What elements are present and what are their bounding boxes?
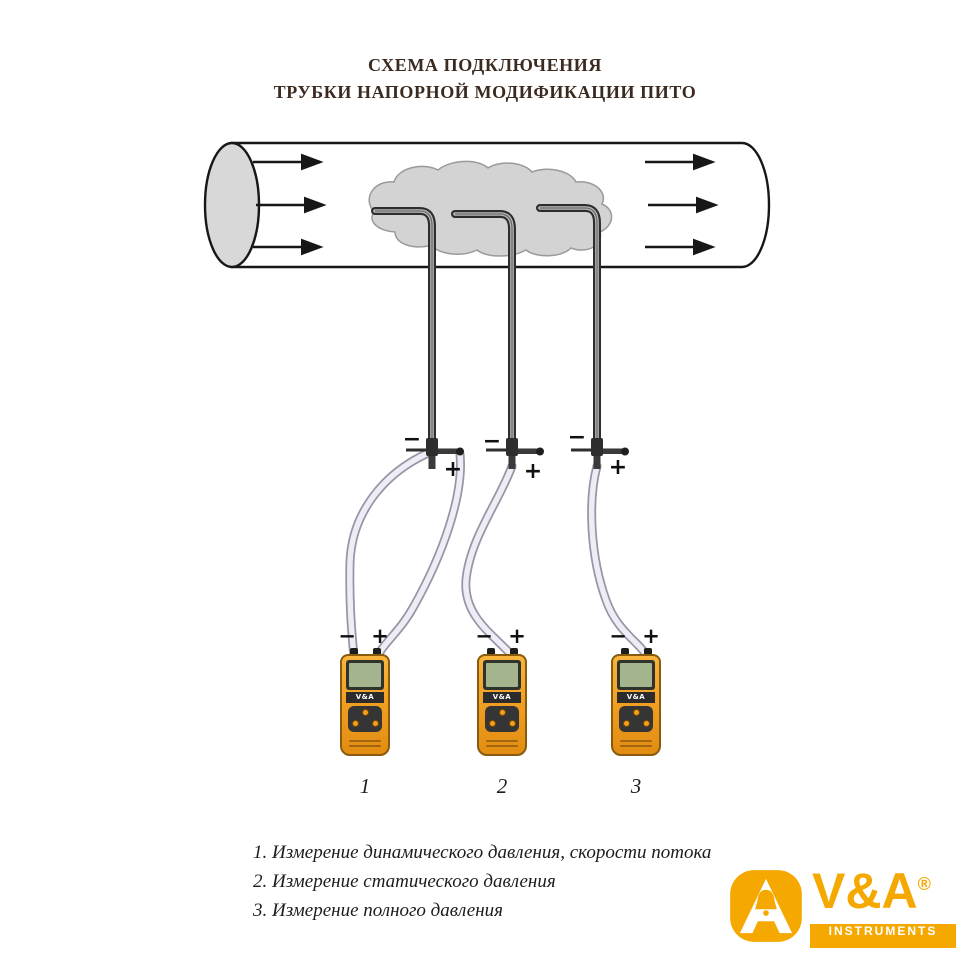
manometer-2: V&A — [477, 648, 527, 756]
title-line-2: ТРУБКИ НАПОРНОЙ МОДИФИКАЦИИ ПИТО — [273, 82, 697, 102]
lcd-screen — [620, 663, 652, 687]
button-icon — [643, 720, 650, 727]
legend-item-1: 1. Измерение динамического давления, ско… — [253, 842, 712, 863]
duct-end-cap — [203, 141, 261, 269]
probe3-total-port — [593, 456, 601, 469]
device-brand: V&A — [346, 692, 384, 703]
hose-probe3 — [587, 461, 653, 663]
device3-number: 3 — [630, 774, 642, 798]
probe2-total-port — [508, 456, 516, 469]
minus-port — [350, 648, 358, 658]
plus-port — [644, 648, 652, 658]
probe1-minus-label: − — [403, 427, 421, 452]
legend-item-3: 3. Измерение полного давления — [253, 900, 503, 921]
device-caption-line — [620, 740, 652, 742]
probe1-collar — [426, 438, 438, 456]
device1-number: 1 — [359, 774, 371, 798]
flow-arrows-left — [253, 153, 327, 256]
va-logo: V&A® INSTRUMENTS — [728, 863, 960, 958]
button-icon — [352, 720, 359, 727]
button-icon — [509, 720, 516, 727]
probe3-collar — [591, 438, 603, 456]
device3-minus-label: − — [609, 624, 627, 648]
device-display — [346, 660, 384, 690]
device1-plus-label: + — [371, 624, 389, 648]
device3-plus-label: + — [642, 624, 660, 648]
button-icon — [372, 720, 379, 727]
probe2-collar — [506, 438, 518, 456]
button-icon — [623, 720, 630, 727]
plus-port — [373, 648, 381, 658]
title-line-1: СХЕМА ПОДКЛЮЧЕНИЯ — [368, 55, 602, 75]
device-keypad — [485, 706, 519, 732]
probe2-plus-label: + — [524, 459, 542, 484]
device-display — [617, 660, 655, 690]
probe3-plus-label: + — [609, 455, 627, 480]
device-body: V&A — [477, 654, 527, 756]
device-caption-line — [486, 745, 518, 747]
va-logo-subtitle: INSTRUMENTS — [810, 924, 956, 948]
probe2-static-stub — [518, 449, 538, 454]
manometer-1: V&A — [340, 648, 390, 756]
hose-probe2 — [461, 461, 519, 663]
probe3-minus-label: − — [568, 425, 586, 450]
button-icon — [362, 709, 369, 716]
device-body: V&A — [611, 654, 661, 756]
probe1-static-stub — [438, 449, 458, 454]
registered-mark-icon: ® — [917, 874, 931, 894]
device-brand: V&A — [483, 692, 521, 703]
device-caption-line — [486, 740, 518, 742]
device-caption-line — [349, 740, 381, 742]
device-body: V&A — [340, 654, 390, 756]
device-brand: V&A — [617, 692, 655, 703]
va-brand-text: V&A — [812, 863, 918, 919]
minus-port — [621, 648, 629, 658]
manometer-3: V&A — [611, 648, 661, 756]
lcd-screen — [349, 663, 381, 687]
device2-plus-label: + — [508, 624, 526, 648]
pitot-tube-2: − + — [451, 210, 544, 484]
diagram-title: СХЕМА ПОДКЛЮЧЕНИЯ ТРУБКИ НАПОРНОЙ МОДИФИ… — [0, 52, 970, 106]
legend: 1. Измерение динамического давления, ско… — [253, 838, 711, 925]
device-caption-line — [349, 745, 381, 747]
plus-port — [510, 648, 518, 658]
va-logo-brand: V&A® — [812, 862, 931, 920]
device2-minus-label: − — [475, 624, 493, 648]
device2-number: 2 — [496, 774, 508, 798]
device-keypad — [348, 706, 382, 732]
pitot-tube-1: − + — [371, 207, 464, 482]
legend-item-2: 2. Измерение статического давления — [253, 871, 556, 892]
flow-arrows-right — [645, 153, 719, 256]
probe3-static-stub — [603, 449, 623, 454]
device-display — [483, 660, 521, 690]
hose-probe1-minus — [345, 449, 431, 663]
device-caption-line — [620, 745, 652, 747]
va-logo-emblem-icon — [730, 870, 802, 942]
hose-probe1-plus — [372, 449, 465, 663]
minus-port — [487, 648, 495, 658]
button-icon — [633, 709, 640, 716]
pitot-tube-3: − + — [536, 204, 629, 480]
device-keypad — [619, 706, 653, 732]
button-icon — [499, 709, 506, 716]
probe1-total-port — [428, 456, 436, 469]
probe2-minus-label: − — [483, 429, 501, 454]
hoses — [345, 449, 653, 663]
lcd-screen — [486, 663, 518, 687]
device1-minus-label: − — [338, 624, 356, 648]
button-icon — [489, 720, 496, 727]
probe1-plus-label: + — [444, 457, 462, 482]
